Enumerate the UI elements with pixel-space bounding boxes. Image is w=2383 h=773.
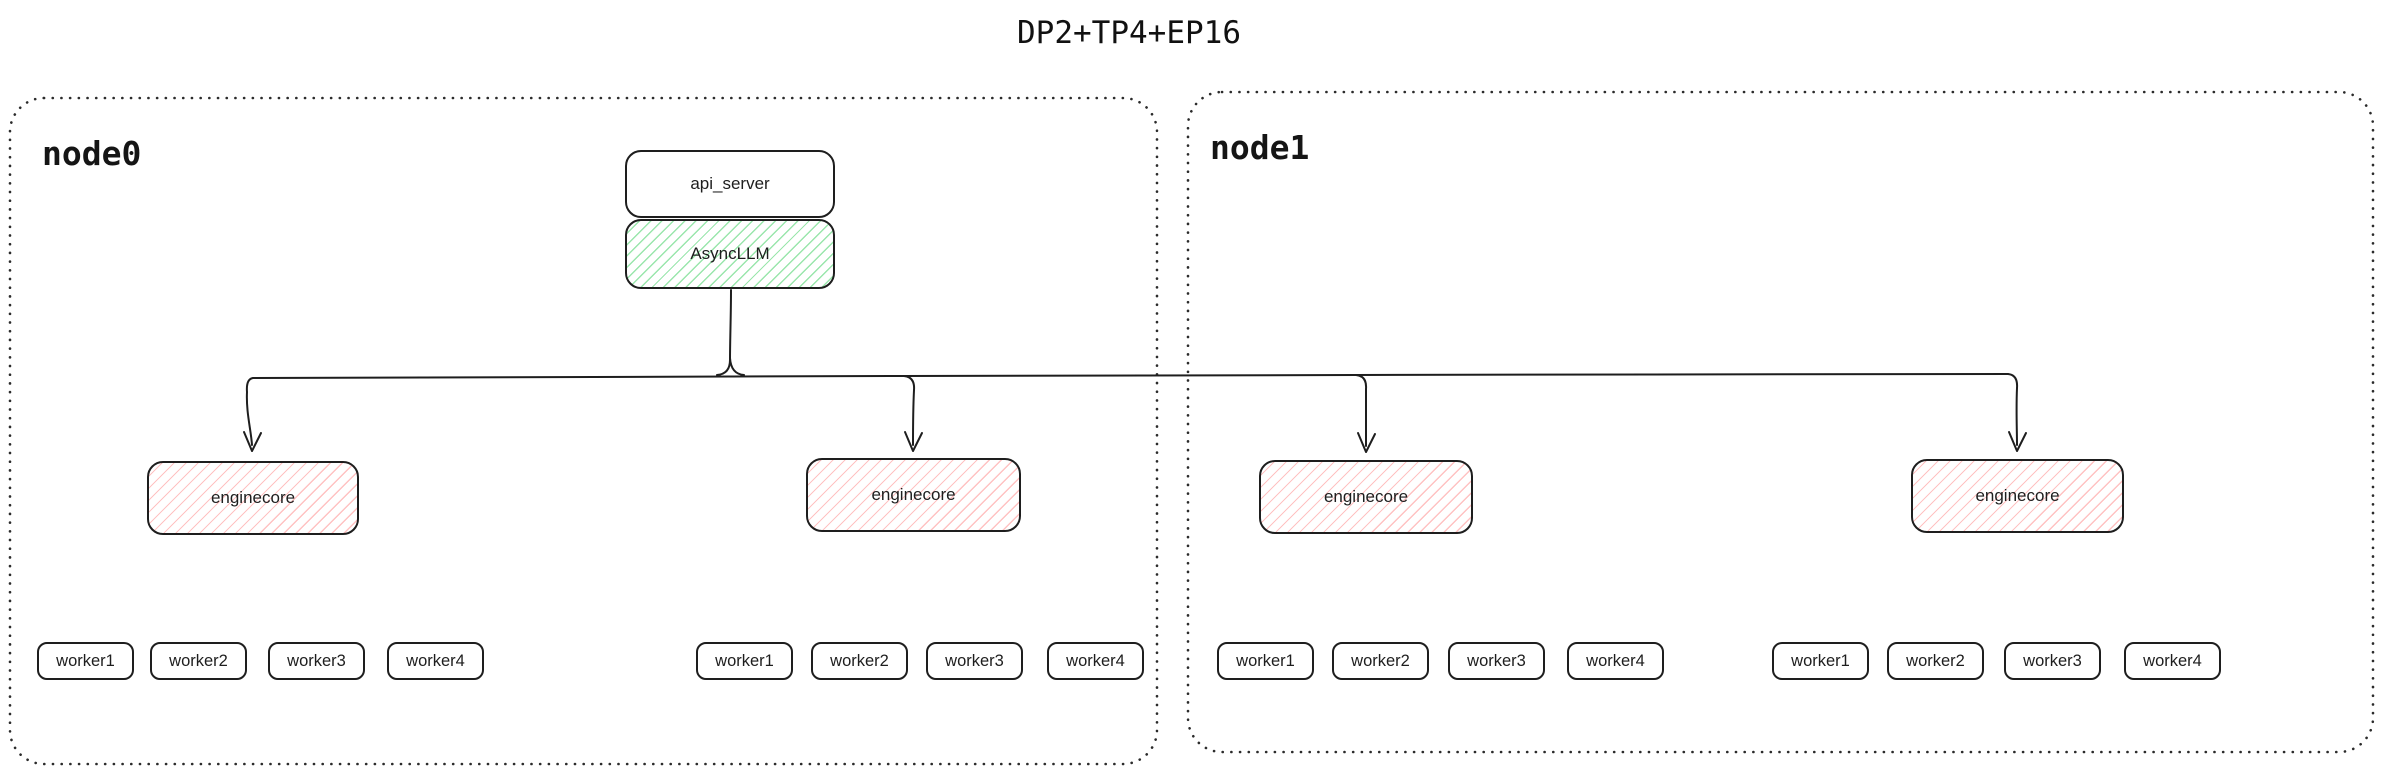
api-server-box: api_server	[625, 150, 835, 218]
asyncllm-label: AsyncLLM	[690, 244, 770, 263]
branch-line	[252, 372, 2009, 380]
worker-box-g4-1: worker1	[1772, 642, 1869, 680]
enginecore-box-3: enginecore	[1259, 460, 1473, 534]
trunk-connector-right-foot	[729, 357, 745, 376]
arrow-to-enginecore-3	[1355, 374, 1368, 447]
arrow-to-enginecore-1	[245, 377, 254, 446]
worker-box-g1-3: worker3	[268, 642, 365, 680]
worker-label: worker2	[830, 651, 889, 670]
arrowhead-1	[243, 431, 262, 452]
worker-box-g3-1: worker1	[1217, 642, 1314, 680]
worker-label: worker4	[1066, 651, 1125, 670]
worker-label: worker2	[169, 651, 228, 670]
worker-label: worker2	[1351, 651, 1410, 670]
worker-box-g3-2: worker2	[1332, 642, 1429, 680]
worker-label: worker2	[1906, 651, 1965, 670]
worker-box-g2-2: worker2	[811, 642, 908, 680]
enginecore-label-4: enginecore	[1975, 486, 2060, 505]
enginecore-label-1: enginecore	[210, 488, 296, 507]
worker-box-g3-3: worker3	[1448, 642, 1545, 680]
node0-label: node0	[42, 134, 142, 173]
node1-label: node1	[1210, 128, 1310, 167]
worker-box-g4-4: worker4	[2124, 642, 2221, 680]
worker-label: worker4	[1586, 651, 1645, 670]
worker-box-g4-3: worker3	[2004, 642, 2101, 680]
arrow-to-enginecore-4	[2007, 373, 2019, 446]
worker-label: worker3	[2023, 651, 2082, 670]
enginecore-box-4: enginecore	[1911, 459, 2124, 533]
enginecore-label-3: enginecore	[1323, 487, 1409, 506]
worker-label: worker3	[287, 651, 346, 670]
worker-label: worker1	[1236, 651, 1295, 670]
worker-box-g1-4: worker4	[387, 642, 484, 680]
arrowhead-3	[1357, 432, 1376, 453]
asyncllm-box: AsyncLLM	[625, 219, 835, 289]
worker-label: worker3	[1467, 651, 1526, 670]
arrow-to-enginecore-2	[903, 375, 916, 446]
trunk-connector-left-foot	[716, 289, 732, 376]
worker-box-g2-1: worker1	[696, 642, 793, 680]
worker-label: worker1	[715, 651, 774, 670]
worker-label: worker1	[1791, 651, 1850, 670]
worker-label: worker3	[945, 651, 1004, 670]
arrowhead-2	[904, 431, 923, 452]
worker-label: worker4	[406, 651, 465, 670]
diagram-title: DP2+TP4+EP16	[1017, 15, 1241, 51]
enginecore-label-2: enginecore	[871, 485, 956, 504]
arrowhead-4	[2008, 431, 2027, 452]
enginecore-box-2: enginecore	[806, 458, 1021, 532]
node1-border	[1186, 90, 2375, 754]
worker-label: worker1	[56, 651, 115, 670]
worker-box-g1-1: worker1	[37, 642, 134, 680]
worker-box-g2-3: worker3	[926, 642, 1023, 680]
worker-box-g2-4: worker4	[1047, 642, 1144, 680]
enginecore-box-1: enginecore	[147, 461, 359, 535]
api-server-label: api_server	[690, 174, 770, 193]
worker-box-g1-2: worker2	[150, 642, 247, 680]
worker-box-g4-2: worker2	[1887, 642, 1984, 680]
node0-border	[8, 96, 1159, 766]
worker-label: worker4	[2143, 651, 2202, 670]
worker-box-g3-4: worker4	[1567, 642, 1664, 680]
